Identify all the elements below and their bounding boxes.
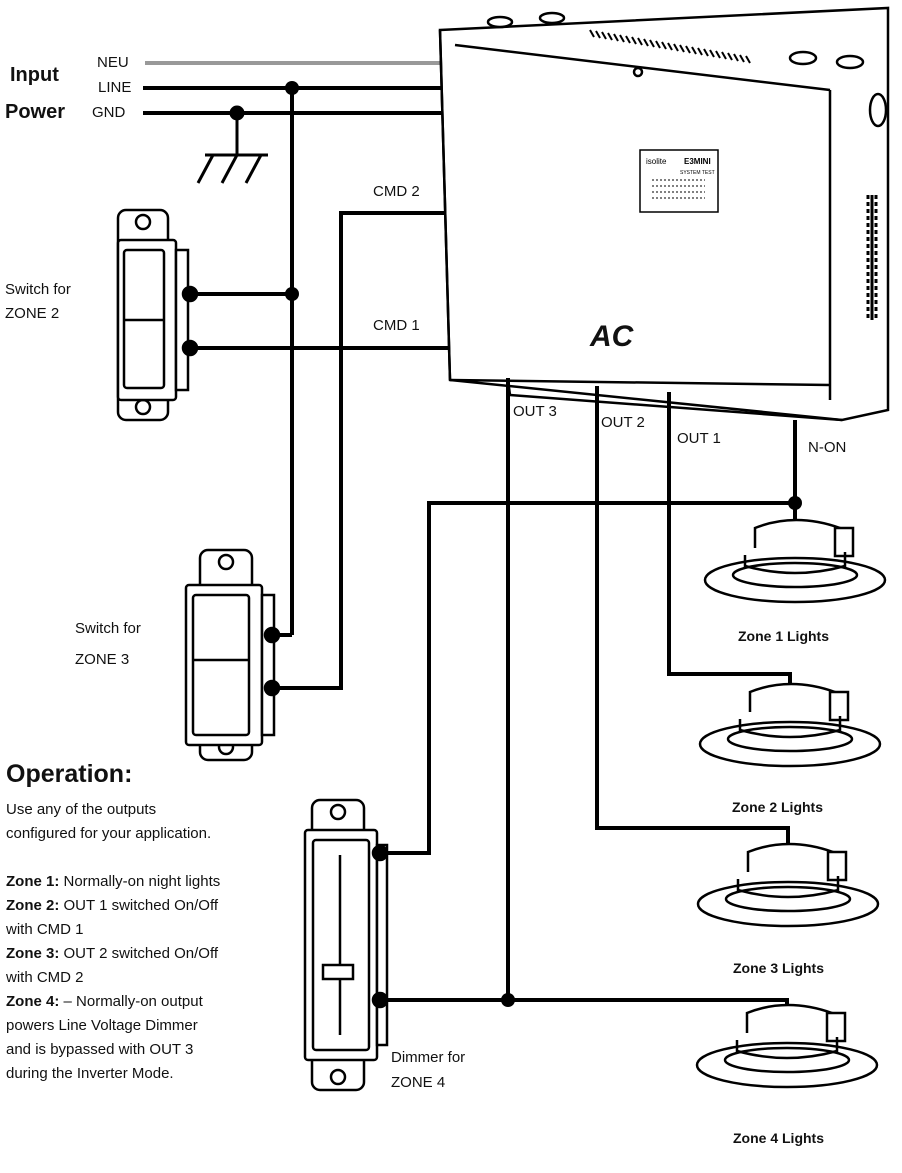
operation-intro-line: configured for your application. xyxy=(6,825,212,842)
operation-zone-line: powers Line Voltage Dimmer xyxy=(6,1017,198,1034)
input-power-title-1: Input xyxy=(10,64,59,86)
operation-zone-line: Zone 2: OUT 1 switched On/Off xyxy=(6,897,219,914)
switch-zone2-label-1: Switch for xyxy=(5,281,71,298)
operation-zone-line: Zone 3: OUT 2 switched On/Off xyxy=(6,945,219,962)
dimmer-label-1: Dimmer for xyxy=(391,1049,466,1066)
neu-label: NEU xyxy=(97,54,129,71)
switch-zone3 xyxy=(184,548,281,762)
vent-slots-side xyxy=(866,195,878,320)
light-fixture-2 xyxy=(698,682,882,768)
zone1-feed xyxy=(382,501,795,855)
operation-body: Use any of the outputs configured for yo… xyxy=(6,798,296,1086)
operation-zone-line: and is bypassed with OUT 3 xyxy=(6,1041,194,1058)
ground-symbol xyxy=(196,105,268,184)
operation-zone-line: with CMD 2 xyxy=(6,969,84,986)
switch-zone2-label-2: ZONE 2 xyxy=(5,305,60,322)
out2-wire xyxy=(595,386,790,850)
front-panel-label: isolite E3MINI SYSTEM TEST xyxy=(639,149,719,213)
operation-intro-line: Use any of the outputs xyxy=(6,801,157,818)
switch-zone2 xyxy=(116,208,199,422)
switch-zone3-label-1: Switch for xyxy=(75,620,141,637)
controller-box xyxy=(438,6,890,422)
cmd2-label: CMD 2 xyxy=(373,183,420,200)
operation-title: Operation: xyxy=(6,760,133,788)
cmd1-label: CMD 1 xyxy=(373,317,420,334)
operation-zone-line: Zone 1: Normally-on night lights xyxy=(6,873,221,890)
zone2-lights-label: Zone 2 Lights xyxy=(732,799,823,815)
out1-wire xyxy=(667,392,792,690)
line-label: LINE xyxy=(98,79,132,96)
gnd-label: GND xyxy=(92,104,126,121)
controller-label: AC xyxy=(590,320,634,353)
zone3-lights-label: Zone 3 Lights xyxy=(733,960,824,976)
zone4-wire xyxy=(380,998,789,1010)
switch-zone3-label-2: ZONE 3 xyxy=(75,651,130,668)
panel-test-text: SYSTEM TEST xyxy=(680,170,715,176)
non-label: N-ON xyxy=(808,439,847,456)
operation-zone-line: Zone 4: – Normally-on output xyxy=(6,993,203,1010)
panel-brand-text: isolite xyxy=(646,157,667,166)
out1-label: OUT 1 xyxy=(677,430,721,447)
zone1-lights-label: Zone 1 Lights xyxy=(738,628,829,644)
input-power-title-2: Power xyxy=(5,101,66,123)
zone4-lights-label: Zone 4 Lights xyxy=(733,1130,824,1146)
light-fixture-4 xyxy=(695,1003,879,1089)
dimmer-label-2: ZONE 4 xyxy=(391,1074,446,1091)
light-fixture-1 xyxy=(703,518,887,604)
light-fixture-3 xyxy=(696,842,880,928)
dimmer-zone4 xyxy=(303,798,389,1092)
operation-zone-line: during the Inverter Mode. xyxy=(6,1065,174,1082)
vent-slots-top xyxy=(589,29,751,64)
panel-model-text: E3MINI xyxy=(684,157,711,166)
out3-label: OUT 3 xyxy=(513,403,557,420)
operation-zone-line: with CMD 1 xyxy=(6,921,84,938)
out2-label: OUT 2 xyxy=(601,414,645,431)
